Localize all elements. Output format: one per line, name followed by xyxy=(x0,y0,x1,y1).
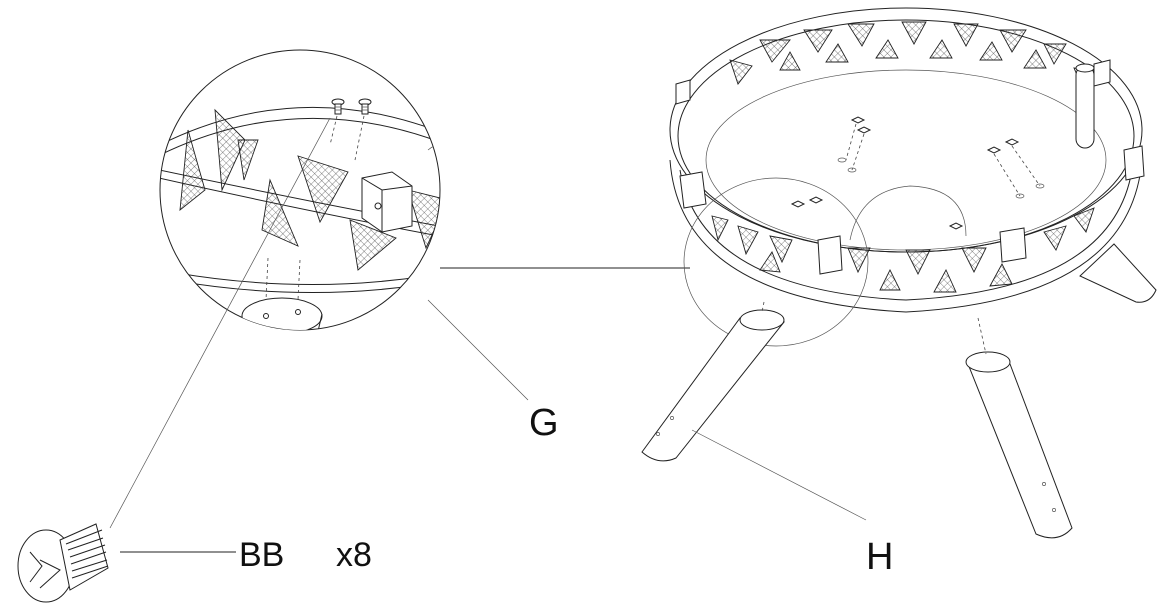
bowl-brackets xyxy=(675,59,1145,275)
zoom-bracket xyxy=(361,171,413,233)
zoom-mesh-cutouts xyxy=(179,108,440,271)
zoom-screw-1 xyxy=(331,98,345,115)
fire-pit-legs xyxy=(641,243,1157,539)
leg-front xyxy=(965,317,1073,539)
leg-back xyxy=(1079,243,1157,303)
zoom-detail xyxy=(159,49,441,331)
leader-line-h xyxy=(691,429,867,521)
main-detail-circle xyxy=(683,177,869,347)
leader-line-g xyxy=(427,299,529,401)
fire-pit-bowl xyxy=(669,7,1145,347)
part-label-h: H xyxy=(866,536,894,578)
leader-line-screw xyxy=(109,117,331,529)
part-label-g: G xyxy=(529,402,559,444)
zoom-screw-2 xyxy=(358,98,372,115)
screw-quantity-label: x8 xyxy=(336,536,372,574)
zoom-screws xyxy=(265,98,372,301)
bowl-handle-post xyxy=(1075,63,1095,149)
bowl-base-arc xyxy=(849,185,967,241)
bowl-screws xyxy=(790,116,1045,230)
screw-bb-illustration xyxy=(17,523,236,603)
zoom-leg-plate xyxy=(241,297,323,330)
part-label-bb: BB xyxy=(239,536,285,574)
leg-left xyxy=(641,301,785,462)
